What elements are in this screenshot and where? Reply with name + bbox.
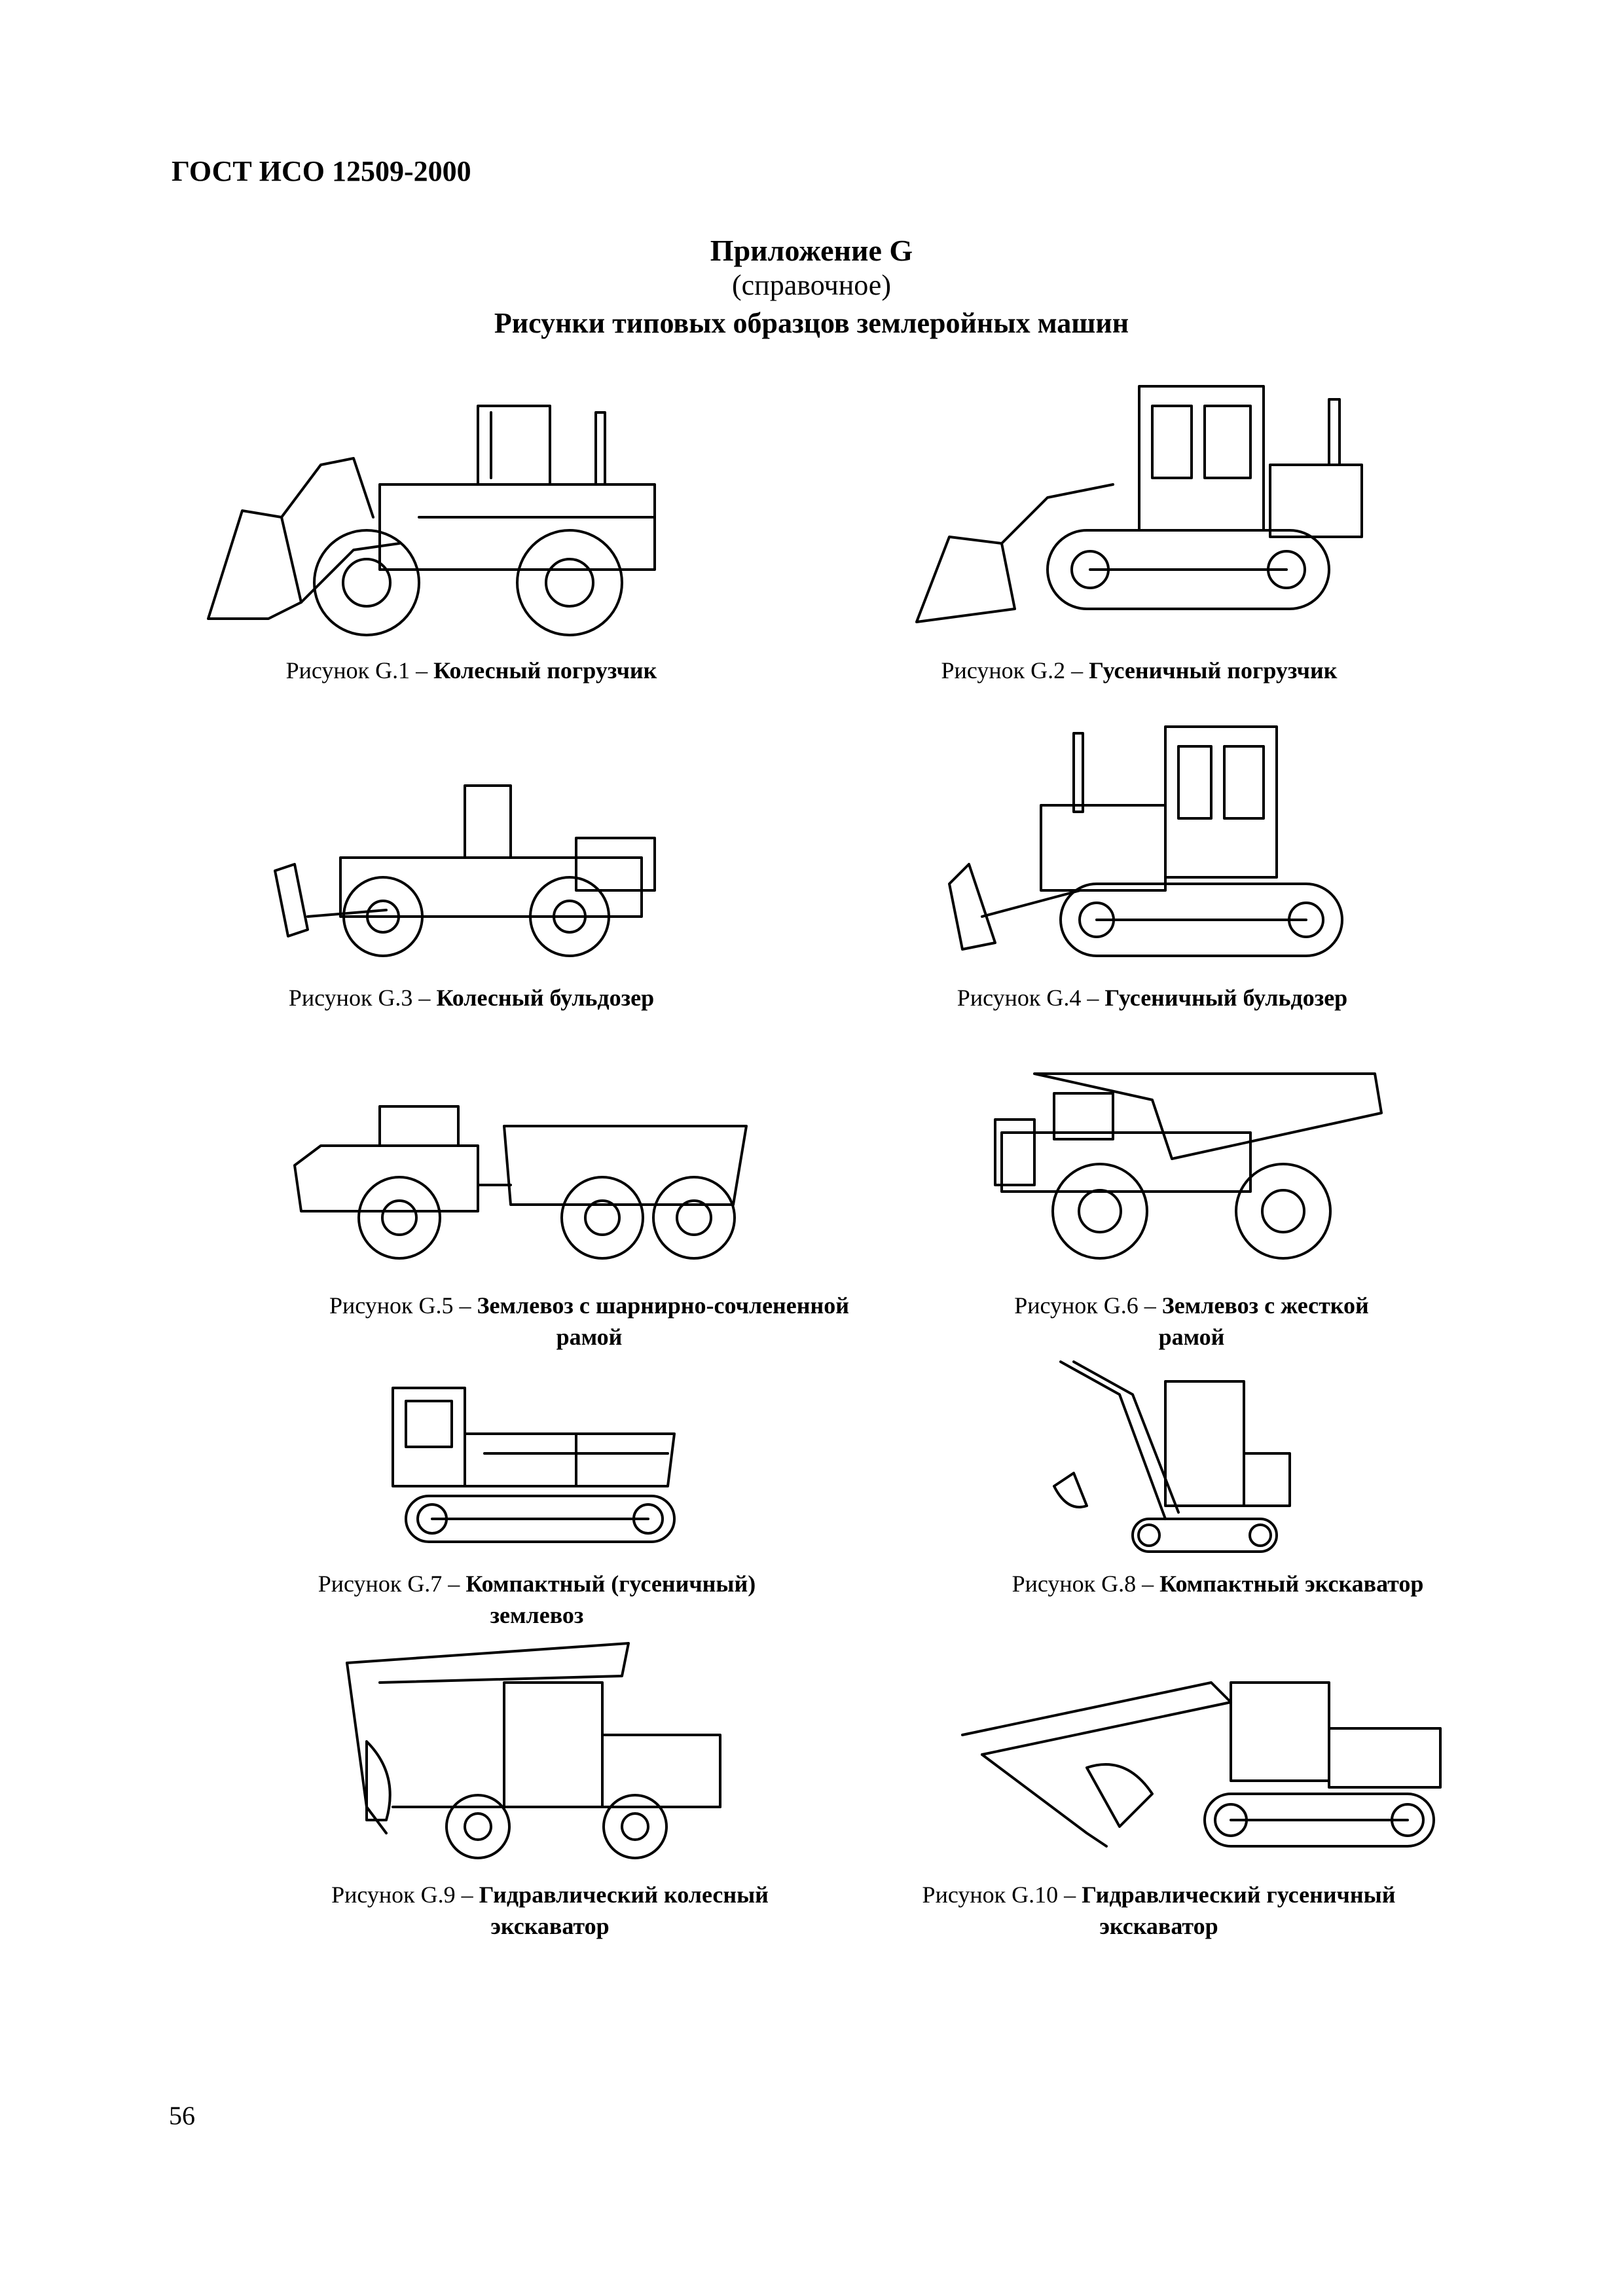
rigid-dumper-icon	[989, 1061, 1395, 1264]
figure-caption-g1: Рисунок G.1 – Колесный погрузчик	[285, 657, 657, 683]
wheeled-excavator-icon	[327, 1637, 733, 1859]
figure-caption-g7: Рисунок G.7 – Компактный (гусеничный)зем…	[318, 1571, 756, 1628]
page-number: 56	[169, 2101, 195, 2130]
appendix-type: (справочное)	[732, 269, 891, 301]
wheel-dozer-icon	[268, 779, 687, 962]
wheel-loader-icon	[203, 386, 727, 642]
crawler-dozer-icon	[943, 720, 1362, 975]
compact-crawler-dumper-icon	[386, 1375, 687, 1552]
appendix-heading: Рисунки типовых образцов землеройных маш…	[494, 307, 1129, 339]
figure-caption-g5: Рисунок G.5 – Землевоз с шарнирно-сочлен…	[329, 1292, 849, 1350]
figure-caption-g4: Рисунок G.4 – Гусеничный бульдозер	[957, 985, 1348, 1011]
figure-caption-g2: Рисунок G.2 – Гусеничный погрузчик	[941, 657, 1338, 683]
figure-caption-g10: Рисунок G.10 – Гидравлический гусеничный…	[922, 1882, 1396, 1939]
figure-caption-g3: Рисунок G.3 – Колесный бульдозер	[288, 985, 655, 1011]
compact-excavator-icon	[1048, 1355, 1296, 1565]
figure-caption-g8: Рисунок G.8 – Компактный экскаватор	[1012, 1571, 1424, 1597]
crawler-loader-icon	[903, 373, 1375, 635]
articulated-dumper-icon	[288, 1100, 759, 1277]
appendix-title: Приложение G	[710, 234, 913, 267]
standard-code: ГОСТ ИСО 12509-2000	[172, 155, 471, 187]
crawler-excavator-icon	[956, 1669, 1453, 1866]
